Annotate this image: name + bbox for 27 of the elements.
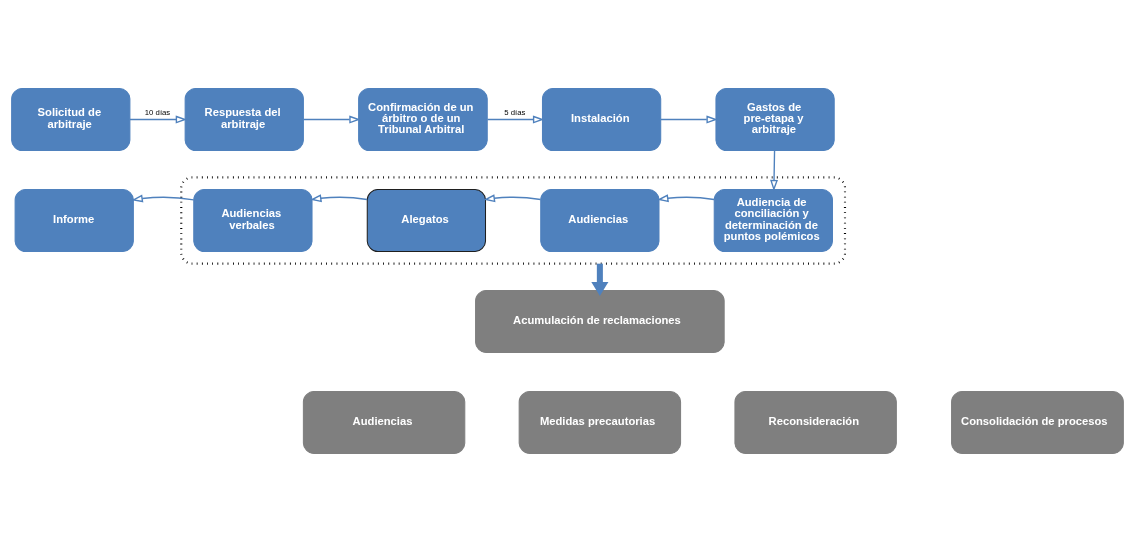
arrow — [486, 115, 545, 124]
node-box: Respuesta del arbitraje — [184, 87, 304, 152]
node-box: Audiencia de conciliación y determinación de puntos polémicos — [713, 188, 833, 253]
arrow — [770, 150, 779, 192]
node-box: Confirmación de un árbitro o de un Tribunal Arbitral — [358, 87, 488, 152]
arrow — [131, 194, 195, 203]
node-box: Audiencias — [302, 390, 466, 455]
arrow — [660, 115, 718, 124]
node-box: Consolidación de procesos — [951, 390, 1124, 455]
edge-label: 5 días — [504, 107, 526, 117]
arrow — [310, 194, 368, 203]
arrow — [657, 194, 715, 203]
arrow — [591, 263, 609, 296]
node-box: Acumulación de reclamaciones — [475, 289, 725, 354]
node-box: Solicitud de arbitraje — [11, 87, 131, 152]
node-box: Medidas precautorias — [518, 390, 682, 455]
node-box: Alegatos — [366, 188, 486, 253]
edge-label: 10 días — [144, 107, 171, 117]
node-box: Instalación — [541, 87, 662, 152]
node-box: Reconsideración — [734, 390, 897, 455]
node-box: Informe — [14, 188, 134, 253]
arrow — [483, 194, 542, 203]
node-box: Audiencias — [540, 188, 660, 253]
node-box: Audiencias verbales — [193, 188, 313, 253]
arrow — [129, 115, 188, 124]
node-box: Gastos de pre-etapa y arbitraje — [715, 87, 835, 152]
arrow — [302, 115, 361, 124]
